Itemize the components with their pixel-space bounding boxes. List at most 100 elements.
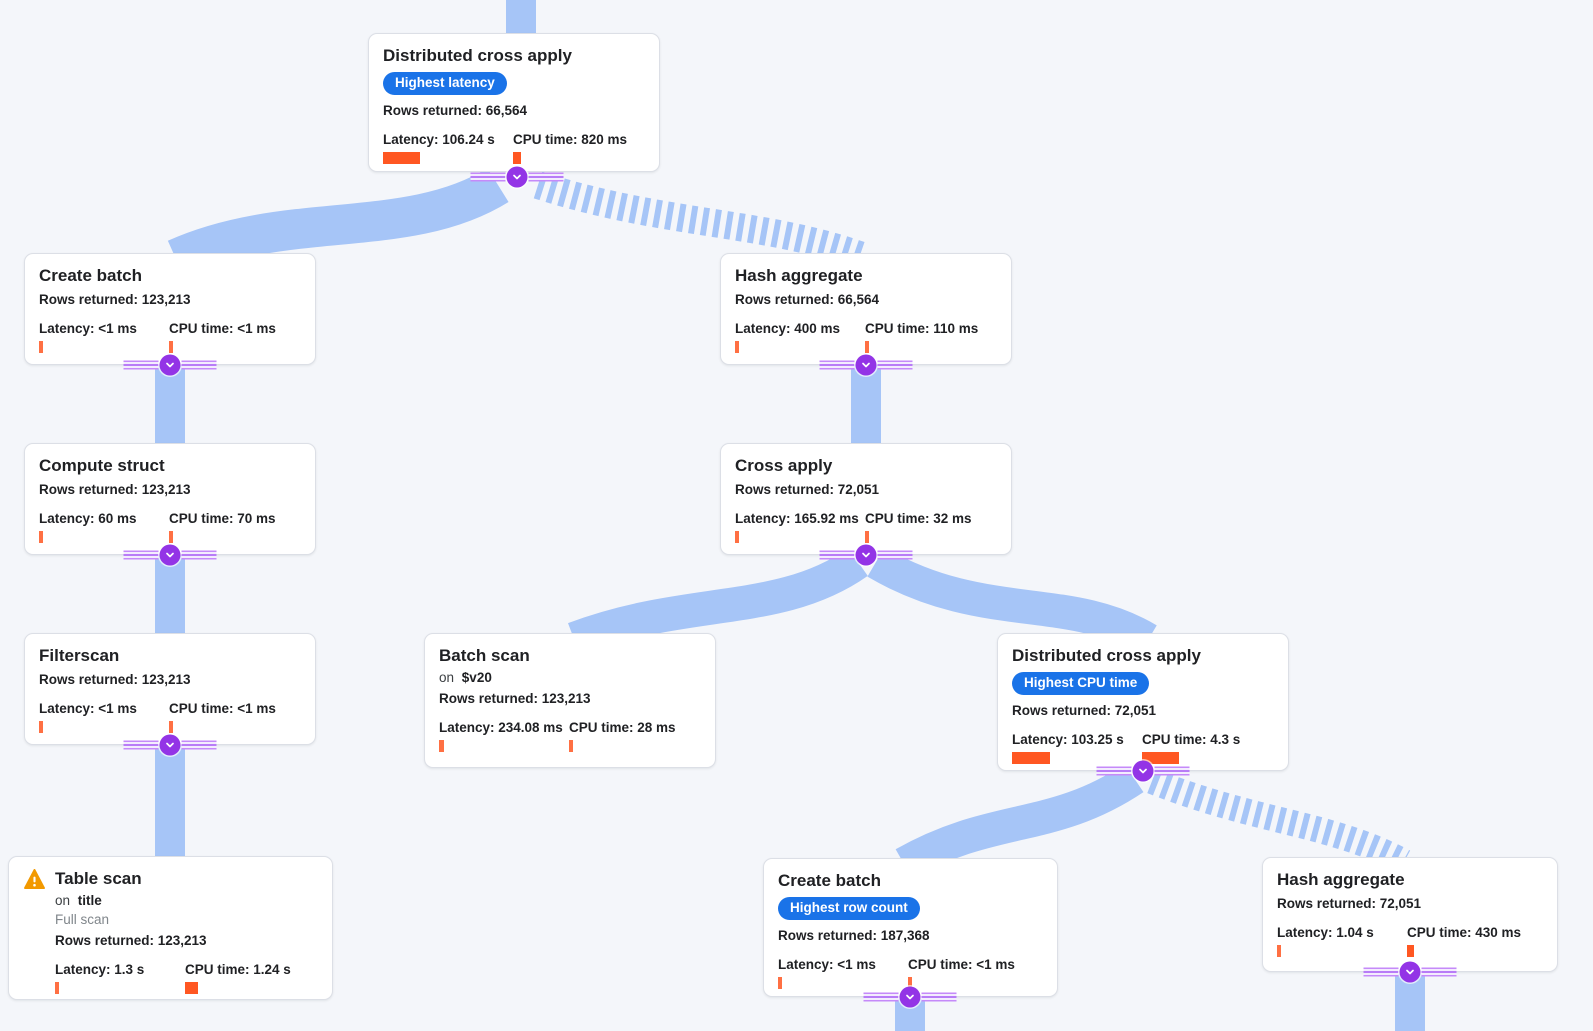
node-hash-aggregate-2[interactable]: Hash aggregate Rows returned: 72,051 Lat… <box>1262 857 1558 972</box>
cpu-label: CPU time: 4.3 s <box>1142 732 1241 747</box>
cpu-label: CPU time: <1 ms <box>908 957 1015 972</box>
latency-label: Latency: 400 ms <box>735 321 841 336</box>
edge-computestruct-filterscan <box>155 553 185 637</box>
node-target: on title <box>55 893 318 908</box>
latency-bar <box>55 982 59 994</box>
cpu-label: CPU time: 1.24 s <box>185 962 291 977</box>
node-compute-struct[interactable]: Compute struct Rows returned: 123,213 La… <box>24 443 316 555</box>
node-rows-returned: Rows returned: 66,564 <box>735 292 880 307</box>
node-create-batch-2[interactable]: Create batch Highest row count Rows retu… <box>763 858 1058 997</box>
collapsed-ribbon-right <box>181 360 217 370</box>
latency-label: Latency: <1 ms <box>39 701 137 716</box>
node-title-row: Compute struct <box>39 456 301 476</box>
latency-bar <box>778 977 782 989</box>
collapsed-ribbon-right <box>1154 766 1190 776</box>
node-rows-returned: Rows returned: 72,051 <box>1277 896 1422 911</box>
node-badge: Highest latency <box>383 72 507 95</box>
collapsed-ribbon-right <box>921 992 957 1002</box>
node-create-batch-1[interactable]: Create batch Rows returned: 123,213 Late… <box>24 253 316 365</box>
collapsed-ribbon-left <box>470 172 506 182</box>
collapsed-ribbon-left <box>123 550 159 560</box>
node-filterscan[interactable]: Filterscan Rows returned: 123,213 Latenc… <box>24 633 316 745</box>
edge-dca1-createbatch1 <box>167 167 509 278</box>
node-hash-aggregate-1[interactable]: Hash aggregate Rows returned: 66,564 Lat… <box>720 253 1012 365</box>
latency-label: Latency: 60 ms <box>39 511 137 526</box>
cpu-bar <box>569 740 573 752</box>
node-rows-returned: Rows returned: 72,051 <box>1012 703 1157 718</box>
expand-collapse-compute-struct[interactable] <box>123 544 217 566</box>
latency-meter <box>39 721 169 733</box>
latency-label: Latency: 103.25 s <box>1012 732 1124 747</box>
expand-collapse-filterscan[interactable] <box>123 734 217 756</box>
node-batch-scan[interactable]: Batch scan on $v20 Rows returned: 123,21… <box>424 633 716 768</box>
expand-collapse-create-batch-1[interactable] <box>123 354 217 376</box>
node-scan-type: Full scan <box>55 912 110 927</box>
edge-parent-in <box>506 0 536 36</box>
collapsed-ribbon-left <box>863 992 899 1002</box>
collapsed-ribbon-left <box>123 360 159 370</box>
latency-stat: Latency: 106.24 s <box>383 132 513 164</box>
edge-dca2-hashagg2 <box>1147 768 1411 874</box>
node-rows-returned: Rows returned: 123,213 <box>39 482 191 497</box>
node-body: Highest CPU time Rows returned: 72,051 L… <box>1012 668 1274 764</box>
node-stats: Latency: <1 ms CPU time: <1 ms <box>39 321 301 353</box>
cpu-label: CPU time: 820 ms <box>513 132 628 147</box>
node-table-scan[interactable]: Table scan on title Full scan Rows retur… <box>8 856 333 1000</box>
latency-stat: Latency: <1 ms <box>39 321 169 353</box>
node-cross-apply[interactable]: Cross apply Rows returned: 72,051 Latenc… <box>720 443 1012 555</box>
expand-collapse-hash-aggregate-2[interactable] <box>1363 961 1457 983</box>
chevron-down-icon <box>159 354 181 376</box>
collapsed-ribbon-left <box>1096 766 1132 776</box>
latency-meter <box>439 740 569 752</box>
cpu-meter <box>513 152 627 164</box>
cpu-stat: CPU time: 820 ms <box>513 132 627 164</box>
node-title: Create batch <box>39 266 142 285</box>
latency-label: Latency: 234.08 ms <box>439 720 563 735</box>
latency-bar <box>1012 752 1050 764</box>
node-stats: Latency: 165.92 ms CPU time: 32 ms <box>735 511 997 543</box>
cpu-bar <box>185 982 198 994</box>
latency-bar <box>439 740 444 752</box>
expand-collapse-hash-aggregate-1[interactable] <box>819 354 913 376</box>
node-title-row: Batch scan <box>439 646 701 666</box>
node-title-row: Hash aggregate <box>735 266 997 286</box>
node-body: Rows returned: 123,213 Latency: 60 ms CP… <box>39 482 301 543</box>
warning-icon <box>24 869 45 889</box>
node-title-row: Distributed cross apply <box>383 46 645 66</box>
latency-label: Latency: <1 ms <box>39 321 137 336</box>
node-title: Compute struct <box>39 456 165 475</box>
cpu-stat: CPU time: <1 ms <box>169 321 276 353</box>
node-title: Cross apply <box>735 456 833 475</box>
node-stats: Latency: 106.24 s CPU time: 820 ms <box>383 132 645 164</box>
edge-hashagg1-crossapply <box>851 363 881 447</box>
expand-collapse-distributed-cross-apply-2[interactable] <box>1096 760 1190 782</box>
edge-filterscan-tablescan <box>155 743 185 860</box>
expand-collapse-distributed-cross-apply-1[interactable] <box>470 166 564 188</box>
latency-meter <box>383 152 513 164</box>
node-title-row: Table scan <box>23 869 318 889</box>
collapsed-ribbon-right <box>877 550 913 560</box>
edge-dca2-createbatch2 <box>895 763 1144 879</box>
node-body: Rows returned: 123,213 Latency: <1 ms CP… <box>39 672 301 733</box>
collapsed-ribbon-right <box>1421 967 1457 977</box>
node-stats: Latency: 1.3 s CPU time: 1.24 s <box>55 962 318 994</box>
node-body: Rows returned: 72,051 Latency: 1.04 s CP… <box>1277 896 1543 957</box>
node-title: Hash aggregate <box>735 266 863 285</box>
cpu-label: CPU time: <1 ms <box>169 701 276 716</box>
expand-collapse-create-batch-2[interactable] <box>863 986 957 1008</box>
node-rows-returned: Rows returned: 66,564 <box>383 103 528 118</box>
node-body: on $v20 Rows returned: 123,213 Latency: … <box>439 670 701 752</box>
node-distributed-cross-apply-1[interactable]: Distributed cross apply Highest latency … <box>368 33 660 172</box>
node-stats: Latency: 400 ms CPU time: 110 ms <box>735 321 997 353</box>
target-value: title <box>77 893 102 908</box>
expand-collapse-cross-apply[interactable] <box>819 544 913 566</box>
node-stats: Latency: <1 ms CPU time: <1 ms <box>778 957 1043 989</box>
node-body: Rows returned: 123,213 Latency: <1 ms CP… <box>39 292 301 353</box>
edge-hashagg2-out <box>1395 974 1425 1031</box>
edge-crossapply-batchscan <box>568 547 868 655</box>
node-distributed-cross-apply-2[interactable]: Distributed cross apply Highest CPU time… <box>997 633 1289 771</box>
chevron-down-icon <box>506 166 528 188</box>
node-body: Rows returned: 72,051 Latency: 165.92 ms… <box>735 482 997 543</box>
latency-stat: Latency: 103.25 s <box>1012 732 1142 764</box>
cpu-stat: CPU time: 4.3 s <box>1142 732 1240 764</box>
